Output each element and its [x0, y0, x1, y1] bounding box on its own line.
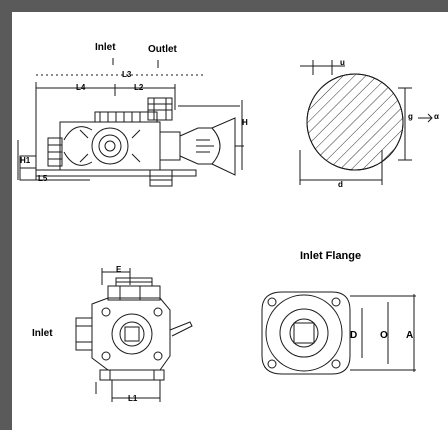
u-label: u [340, 58, 345, 67]
bolt-3 [102, 352, 110, 360]
g-label: g [408, 112, 413, 121]
side-view-drawing [18, 58, 244, 186]
d-outlet-label: d [338, 180, 343, 189]
front-volute-outer [112, 314, 152, 354]
h1-label: H1 [20, 156, 31, 165]
h-label: H [242, 118, 248, 127]
inlet-bolt-4 [332, 360, 340, 368]
inlet-flange-title: Inlet Flange [300, 250, 362, 262]
d-inlet-label: D [350, 330, 358, 341]
bolt-1 [102, 308, 110, 316]
inlet-flange-bolt-circle [266, 295, 342, 371]
l3-label: L3 [122, 70, 132, 79]
stay-bolts [80, 130, 140, 162]
front-base [100, 370, 164, 380]
alpha-label: α [434, 112, 439, 121]
foot-right [150, 170, 172, 186]
a-label: A [406, 330, 414, 341]
inlet-flange-body [262, 292, 350, 374]
inlet-flange-drawing [262, 292, 416, 374]
front-upper-block [108, 286, 160, 300]
discharge-flange [148, 98, 172, 120]
l1-label: L1 [128, 394, 138, 403]
outlet-flange-drawing [300, 60, 432, 185]
l4-label: L4 [76, 83, 86, 92]
front-inlet-nozzle [76, 318, 92, 350]
inlet-bolt-3 [268, 360, 276, 368]
outlet-flange-outline [307, 74, 403, 170]
front-shaft-square [125, 327, 139, 341]
front-inlet-label: Inlet [32, 328, 53, 339]
l2-label: L2 [134, 83, 144, 92]
inlet-bolt-2 [332, 298, 340, 306]
side-outlet-label: Outlet [148, 44, 177, 55]
bolt-2 [154, 308, 162, 316]
o-label: O [380, 330, 388, 341]
front-view-drawing [76, 268, 192, 402]
front-volute-inner [120, 322, 144, 346]
l5-label: L5 [38, 174, 48, 183]
inlet-flange-center [294, 323, 314, 343]
casing-contour [64, 127, 92, 166]
front-shaft-arm [170, 322, 192, 336]
shaft-hub [105, 141, 115, 151]
side-inlet-label: Inlet [95, 42, 116, 53]
bolt-4 [154, 352, 162, 360]
inlet-flange-bore [280, 309, 328, 357]
impeller-outer [92, 128, 128, 164]
alpha-arrow [418, 114, 432, 122]
front-casing [92, 298, 170, 370]
impeller-inner [99, 135, 121, 157]
inlet-flange-hub [290, 319, 318, 347]
e-label: E [116, 265, 122, 274]
inlet-bolt-1 [268, 298, 276, 306]
